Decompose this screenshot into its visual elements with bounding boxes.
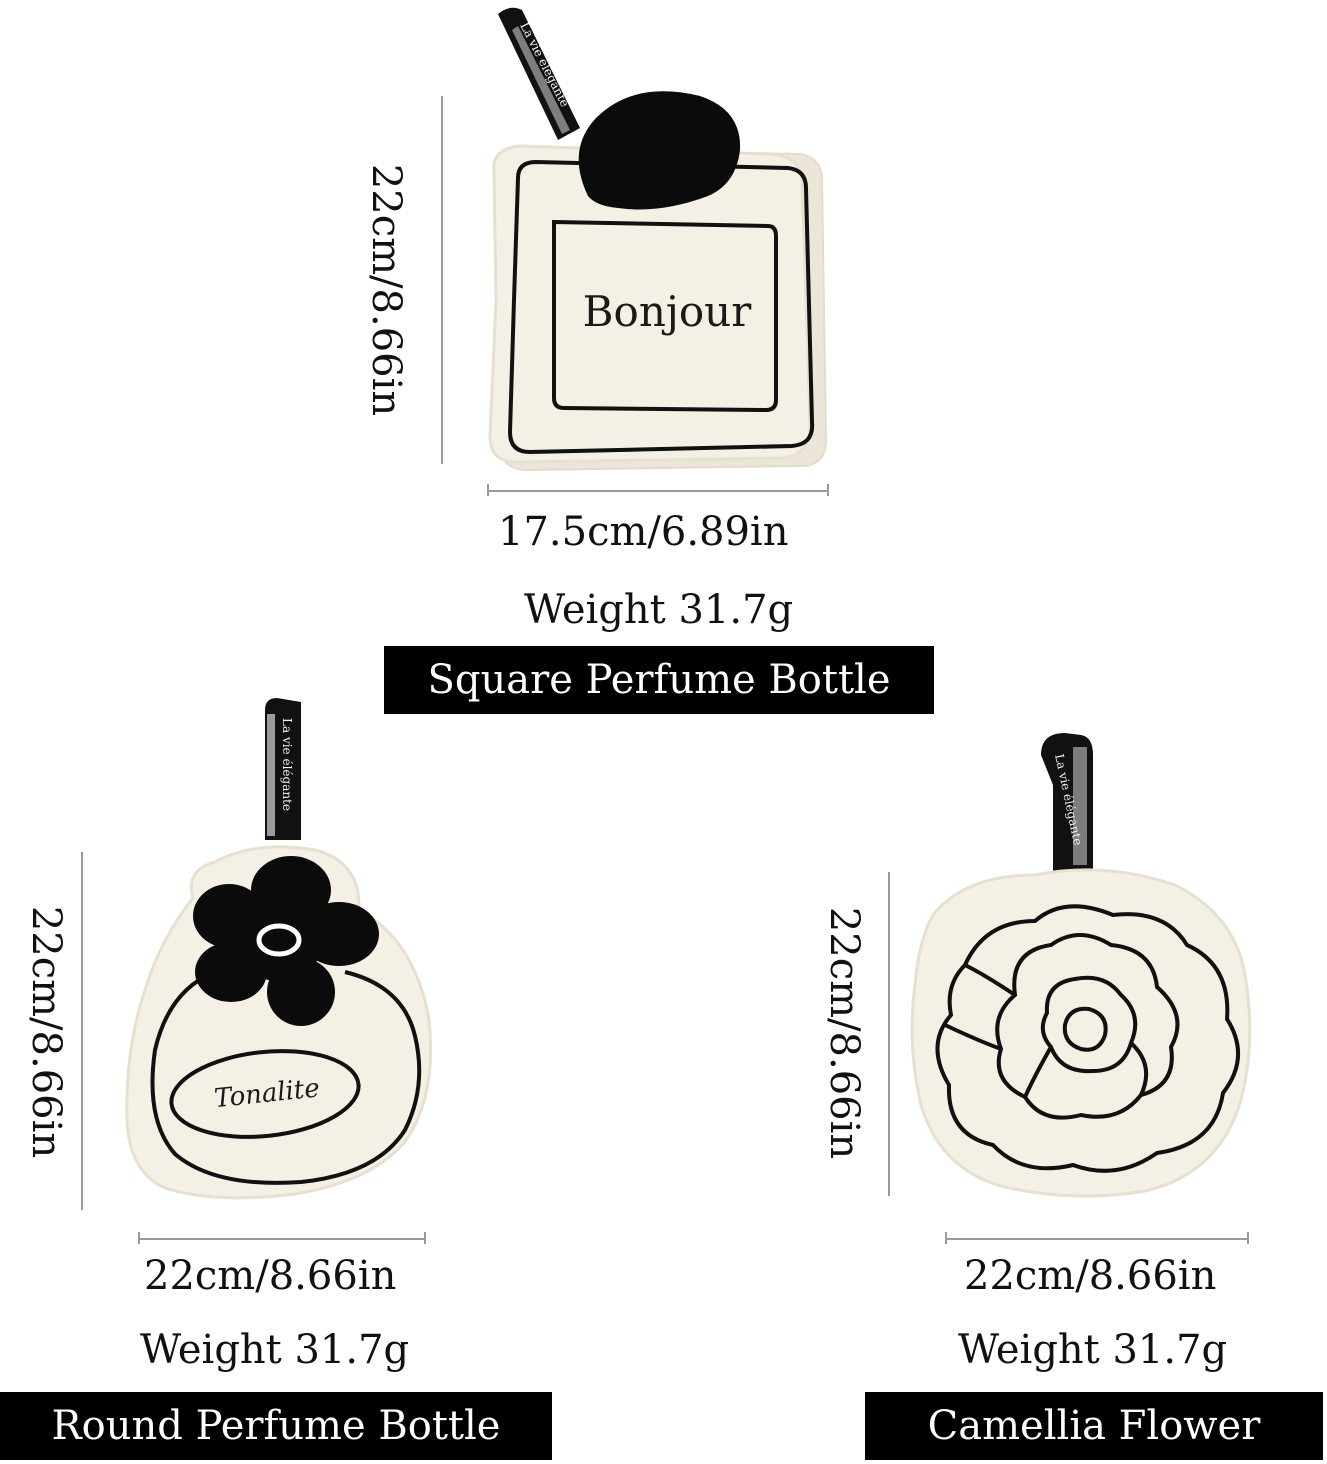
height-dimension-label: 22cm/8.66in (363, 163, 409, 417)
height-dimension-line (81, 852, 83, 1210)
height-dimension-label: 22cm/8.66in (821, 906, 867, 1160)
bonjour-embroidery: Bonjour (583, 287, 753, 336)
width-dimension-label: 22cm/8.66in (144, 1253, 397, 1299)
product-name-label: Round Perfume Bottle (0, 1392, 552, 1460)
product-name-label: Square Perfume Bottle (384, 646, 934, 714)
camellia-flower-towel-image: La vie élégante (910, 733, 1252, 1198)
round-perfume-bottle-towel-image: La vie élégante Tonalite (125, 698, 432, 1200)
square-perfume-bottle-towel-image: La vie élégante Bonjour (488, 7, 828, 472)
hanging-strap: La vie élégante (498, 7, 580, 140)
hanging-strap: La vie élégante (265, 698, 301, 840)
strap-text: La vie élégante (280, 718, 294, 811)
width-dimension-line (945, 1238, 1249, 1240)
flower-cap (193, 856, 379, 1026)
width-dimension-line (138, 1238, 426, 1240)
width-dimension-label: 22cm/8.66in (964, 1253, 1217, 1299)
product-name-label: Camellia Flower (865, 1392, 1323, 1460)
height-dimension-line (888, 872, 890, 1196)
weight-label: Weight 31.7g (958, 1327, 1228, 1373)
weight-label: Weight 31.7g (140, 1327, 410, 1373)
width-dimension-label: 17.5cm/6.89in (498, 509, 789, 555)
height-dimension-line (441, 96, 443, 464)
hanging-strap: La vie élégante (1041, 733, 1093, 875)
height-dimension-label: 22cm/8.66in (23, 905, 69, 1159)
weight-label: Weight 31.7g (524, 587, 794, 633)
width-dimension-line (487, 490, 829, 492)
